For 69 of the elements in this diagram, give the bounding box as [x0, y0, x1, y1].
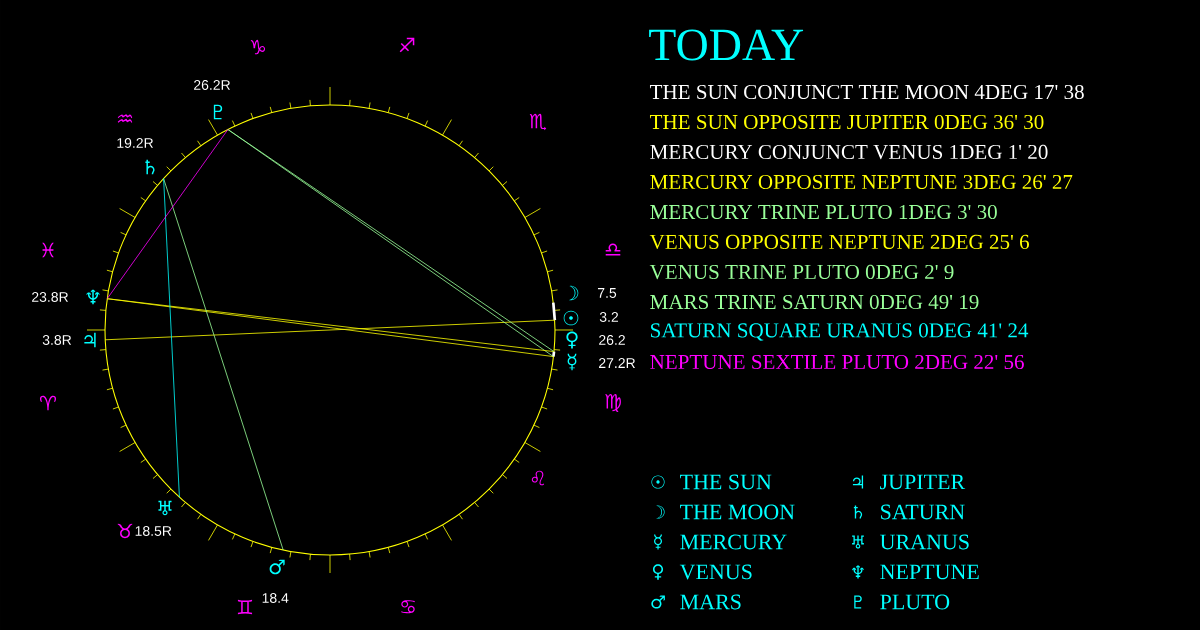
planet-symbol: ♃ — [852, 475, 864, 489]
zodiac-sign: ♈ — [39, 395, 57, 411]
planet-symbol: ♄ — [853, 505, 863, 519]
aspect-text: MERCURY OPPOSITE NEPTUNE 3DEG 26' 27 — [650, 174, 1073, 190]
planet-name: PLUTO — [880, 594, 950, 610]
planet-name: JUPITER — [880, 474, 966, 490]
aspect-text: SATURN SQUARE URANUS 0DEG 41' 24 — [651, 323, 1029, 341]
zodiac-sign: ♏ — [529, 113, 547, 131]
zodiac-sign: ♋ — [401, 600, 415, 614]
planet-symbol: ♂ — [651, 595, 665, 609]
planet-glyph: ♇ — [213, 104, 223, 120]
planet-symbol: ♀ — [652, 564, 664, 580]
aspect-text: VENUS TRINE PLUTO 0DEG 2' 9 — [649, 264, 954, 280]
planet-name: MARS — [680, 594, 741, 610]
planet-glyph: ♆ — [86, 289, 100, 305]
planet-name: VENUS — [679, 564, 752, 580]
degree-label: 26.2 — [599, 335, 625, 345]
aspect-line — [163, 178, 284, 551]
planet-name: MERCURY — [680, 534, 787, 550]
degree-label: 18.4 — [262, 593, 289, 603]
planet-name: SATURN — [881, 504, 965, 520]
planet-glyph: ♀ — [566, 331, 578, 349]
planet-symbol: ☽ — [656, 505, 665, 519]
aspect-text: VENUS OPPOSITE NEPTUNE 2DEG 25' 6 — [649, 234, 1029, 250]
zodiac-sign: ♉ — [117, 523, 133, 539]
degree-label: 3.8R — [42, 335, 72, 345]
aspect-line — [551, 302, 557, 321]
planet-symbol: ☉ — [651, 475, 665, 489]
degree-label: 26.2R — [194, 80, 230, 90]
planet-symbol: ☿ — [654, 534, 662, 550]
zodiac-sign: ♌ — [531, 470, 545, 486]
degree-label: 19.2R — [117, 138, 153, 148]
aspect-text: MERCURY CONJUNCT VENUS 1DEG 1' 20 — [650, 144, 1048, 160]
degree-label: 18.5R — [135, 526, 172, 536]
planet-name: THE SUN — [680, 474, 772, 490]
planet-glyph: ☽ — [569, 285, 579, 301]
zodiac-sign: ♊ — [237, 599, 253, 615]
degree-label: 3.2 — [599, 312, 618, 322]
planet-glyph: ♃ — [84, 332, 96, 348]
aspect-text: THE SUN CONJUNCT THE MOON 4DEG 17' 38 — [650, 84, 1084, 100]
degree-label: 7.5 — [598, 288, 617, 298]
aspect-text: THE SUN OPPOSITE JUPITER 0DEG 36' 30 — [650, 114, 1044, 130]
degree-label: 27.2R — [599, 358, 635, 368]
aspect-text: NEPTUNE SEXTILE PLUTO 2DEG 22' 56 — [650, 354, 1024, 370]
planet-glyph: ♄ — [145, 159, 155, 175]
planet-glyph: ♂ — [269, 559, 285, 575]
aspect-text: MERCURY TRINE PLUTO 1DEG 3' 30 — [650, 204, 997, 220]
planet-glyph: ♅ — [158, 500, 172, 516]
zodiac-sign: ♎ — [605, 243, 621, 256]
zodiac-sign: ♍ — [605, 393, 621, 413]
zodiac-sign: ♒ — [117, 114, 133, 123]
planet-name: URANUS — [880, 534, 969, 550]
aspect-line — [104, 319, 556, 341]
title: TODAY — [649, 29, 804, 61]
zodiac-sign: ♓ — [42, 242, 54, 258]
zodiac-sign: ♑ — [250, 39, 266, 55]
planet-symbol: ♇ — [854, 595, 862, 609]
planet-symbol: ♆ — [852, 565, 864, 579]
planet-glyph: ☉ — [563, 310, 579, 326]
aspect-line — [552, 351, 556, 357]
aspect-line — [163, 178, 180, 498]
planet-glyph: ☿ — [567, 353, 577, 371]
planet-name: NEPTUNE — [880, 564, 979, 580]
zodiac-sign: ♐ — [399, 37, 415, 53]
degree-label: 23.8R — [32, 292, 68, 302]
aspect-text: MARS TRINE SATURN 0DEG 49' 19 — [650, 294, 979, 310]
planet-symbol: ♅ — [852, 535, 864, 549]
aspect-line — [106, 129, 229, 300]
planet-name: THE MOON — [680, 504, 795, 520]
